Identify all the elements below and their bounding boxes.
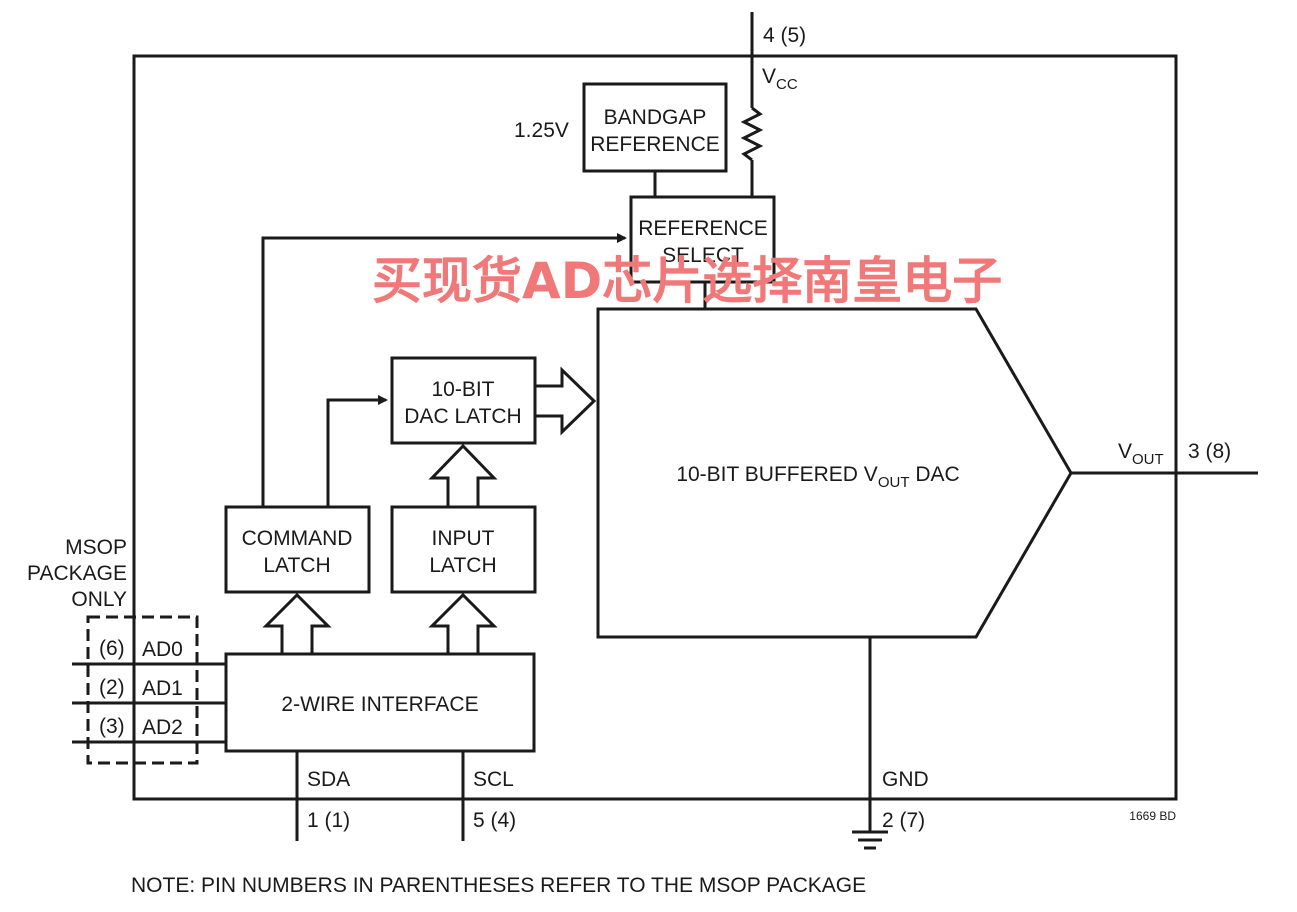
bandgap-line1: BANDGAP <box>604 106 707 129</box>
vcc-label: VCC <box>762 65 798 93</box>
vout-pin-number: 3 (8) <box>1188 440 1231 463</box>
footnote: NOTE: PIN NUMBERS IN PARENTHESES REFER T… <box>131 874 866 897</box>
vout-label-sub: OUT <box>1132 451 1164 468</box>
dac-block <box>596 307 1073 639</box>
ad1-pin-number: (2) <box>99 676 125 699</box>
sda-label: SDA <box>307 768 350 791</box>
dac-latch-line1: 10-BIT <box>431 378 494 401</box>
daclatch-to-dac-bus-arrow <box>533 366 597 436</box>
vout-label-main: V <box>1118 440 1132 463</box>
refselect-line1: REFERENCE <box>638 217 768 240</box>
vcc-resistor <box>740 106 764 162</box>
bandgap-reference-block <box>582 82 728 173</box>
two-wire-interface-block <box>224 652 536 753</box>
input-latch-line1: INPUT <box>432 527 495 550</box>
msop-line1: MSOP <box>65 536 127 559</box>
dac-label: 10-BIT BUFFERED VOUT DAC <box>676 463 959 491</box>
interface-to-input-bus-arrow <box>428 592 498 656</box>
interface-label: 2-WIRE INTERFACE <box>281 693 478 716</box>
bandgap-voltage-label: 1.25V <box>514 119 569 142</box>
reference-select-block <box>629 195 776 284</box>
ad1-pin-name: AD1 <box>142 677 183 700</box>
dac-latch-line2: DAC LATCH <box>404 405 521 428</box>
interface-to-command-bus-arrow <box>262 592 332 656</box>
command-latch-line2: LATCH <box>263 554 330 577</box>
gnd-label: GND <box>882 768 929 791</box>
msop-dashed-region <box>86 615 199 765</box>
command-to-refselect-wire <box>261 233 627 507</box>
command-latch-block <box>224 505 371 594</box>
ad2-pin-name: AD2 <box>142 716 183 739</box>
figure-id: 1669 BD <box>1129 809 1176 823</box>
scl-label: SCL <box>473 768 514 791</box>
msop-line3: ONLY <box>71 588 127 611</box>
scl-pin-number: 5 (4) <box>473 809 516 832</box>
ad0-pin-number: (6) <box>99 637 125 660</box>
command-latch-line1: COMMAND <box>242 527 353 550</box>
chip-outline <box>132 54 1178 801</box>
sda-pin-number: 1 (1) <box>307 809 350 832</box>
gnd-pin-number: 2 (7) <box>882 809 925 832</box>
vcc-label-main: V <box>762 65 776 88</box>
dac-label-sub: OUT <box>878 474 910 491</box>
ad0-pin-name: AD0 <box>142 638 183 661</box>
vcc-label-sub: CC <box>776 76 798 93</box>
vcc-pin-number: 4 (5) <box>763 24 806 47</box>
command-to-daclatch-wire <box>326 395 388 507</box>
input-latch-line2: LATCH <box>429 554 496 577</box>
dac-label-pre: 10-BIT BUFFERED V <box>676 463 878 486</box>
watermark: 买现货AD芯片选择南皇电子 <box>372 252 1002 310</box>
ad2-pin-number: (3) <box>99 715 125 738</box>
bandgap-line2: REFERENCE <box>590 133 720 156</box>
input-latch-block <box>390 505 537 594</box>
msop-line2: PACKAGE <box>27 562 127 585</box>
dac-label-post: DAC <box>909 463 959 486</box>
refselect-line2: SELECT <box>662 244 744 267</box>
inputlatch-to-daclatch-bus-arrow <box>428 443 498 509</box>
vout-label: VOUT <box>1118 440 1164 468</box>
